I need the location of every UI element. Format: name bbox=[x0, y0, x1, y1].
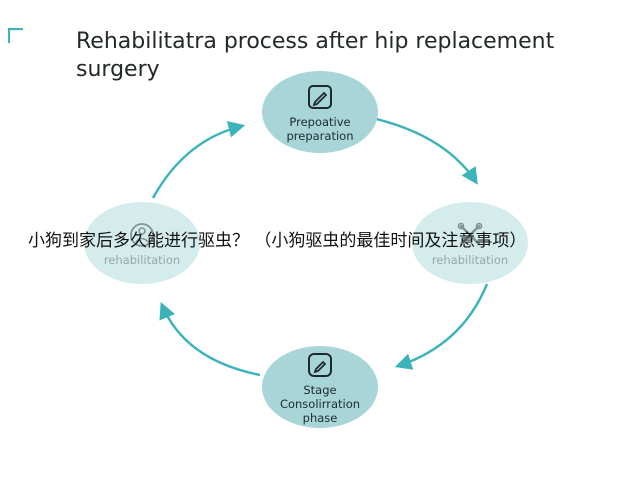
arrow-bottom-to-left bbox=[159, 301, 261, 377]
stage-label: rehabilitation bbox=[431, 252, 509, 267]
stage-label: Stage Consolirration phase bbox=[279, 382, 361, 425]
figure-icon bbox=[130, 222, 154, 247]
stage-label: Prepoative preparation bbox=[286, 114, 354, 143]
stage-node-rehabilitation-right: rehabilitation bbox=[412, 202, 528, 284]
corner-bracket-icon bbox=[8, 28, 23, 43]
overlay-caption: 小狗到家后多久能进行驱虫？ （小狗驱虫的最佳时间及注意事项） bbox=[28, 231, 527, 251]
pencil-note-icon bbox=[308, 84, 332, 109]
stage-node-rehabilitation-left: rehabilitation bbox=[84, 202, 200, 284]
arrow-right-to-bottom bbox=[394, 283, 489, 370]
stage-node-consolidation: Stage Consolirration phase bbox=[262, 346, 378, 428]
arrow-left-to-top bbox=[151, 121, 246, 199]
stage-label: rehabilitation bbox=[103, 252, 181, 267]
diagram-title: Rehabilitatra process after hip replacem… bbox=[76, 29, 555, 82]
pencil-note-icon bbox=[308, 352, 332, 377]
crossed-tools-icon bbox=[457, 222, 483, 245]
stage-node-preoperative: Prepoative preparation bbox=[262, 71, 378, 153]
arrow-top-to-right bbox=[371, 116, 478, 185]
